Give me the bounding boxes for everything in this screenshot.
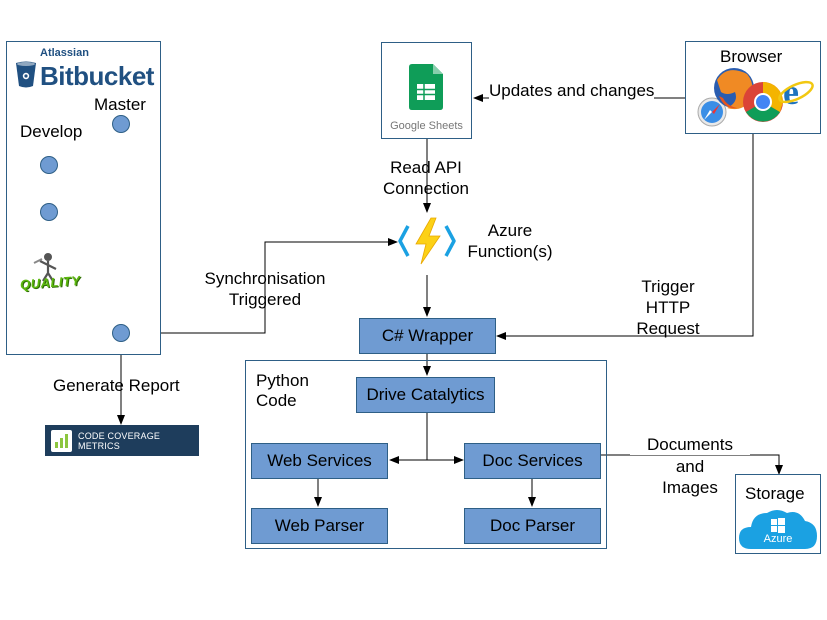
python-code-panel: [245, 360, 607, 549]
trigger-label-1: Trigger: [641, 277, 695, 296]
docs-label-1: Documents: [630, 434, 750, 455]
web-parser-box: Web Parser: [251, 508, 388, 544]
azure-function-title-1: Azure: [487, 221, 533, 240]
internet-explorer-icon: e: [778, 72, 814, 112]
edge-sync: [131, 238, 398, 334]
browser-icons: e: [697, 66, 815, 130]
csharp-wrapper-box: C# Wrapper: [359, 318, 496, 354]
commit-develop-1: [40, 156, 58, 174]
updates-label: Updates and changes: [489, 80, 655, 101]
coverage-chart-icon: [51, 429, 72, 452]
azure-cloud-icon: Azure: [737, 505, 819, 551]
trigger-label-2: HTTP: [645, 298, 691, 317]
doc-services-box: Doc Services: [464, 443, 601, 479]
commit-master: [112, 115, 130, 133]
code-coverage-badge: CODE COVERAGE METRICS: [45, 425, 199, 456]
azure-function-title-2: Function(s): [467, 242, 553, 261]
browser-title: Browser: [720, 47, 783, 66]
python-title-2: Code: [256, 391, 297, 410]
quality-person-icon: [33, 253, 57, 282]
drive-catalytics-box: Drive Catalytics: [356, 377, 495, 413]
google-sheets-caption: Google Sheets: [390, 120, 463, 132]
chrome-icon: [743, 82, 783, 122]
edge-trigger-http: [496, 134, 754, 340]
python-title-1: Python: [256, 371, 309, 390]
read-api-label-2: Connection: [382, 179, 469, 198]
azure-function-icon: [398, 216, 456, 266]
doc-parser-box: Doc Parser: [464, 508, 601, 544]
generate-report-label: Generate Report: [53, 376, 180, 395]
windows-logo-icon: [771, 518, 785, 533]
bitbucket-panel: [6, 41, 161, 355]
google-sheets-icon: [409, 64, 443, 110]
azure-cloud-label: Azure: [763, 533, 793, 545]
edge-documents-storage: [601, 454, 783, 475]
quality-badge: QUALITY: [18, 251, 86, 293]
docs-label-3: Images: [662, 478, 718, 497]
master-label: Master: [94, 95, 146, 114]
trigger-label-3: Request: [636, 319, 700, 338]
safari-icon: [697, 97, 727, 127]
develop-label: Develop: [20, 122, 83, 141]
bitbucket-logo-icon: [15, 61, 37, 89]
read-api-label-1: Read API: [390, 158, 462, 177]
coverage-label: CODE COVERAGE METRICS: [78, 430, 161, 451]
web-services-box: Web Services: [251, 443, 388, 479]
sync-label-2: Triggered: [228, 290, 302, 309]
commit-merge: [112, 324, 130, 342]
commit-develop-2: [40, 203, 58, 221]
sync-label-1: Synchronisation: [204, 269, 326, 288]
bitbucket-brand-small: Atlassian: [40, 47, 89, 59]
docs-label-2: and: [675, 457, 705, 476]
bitbucket-brand-large: Bitbucket: [40, 61, 154, 91]
storage-title: Storage: [745, 484, 805, 503]
svg-text:e: e: [783, 72, 799, 112]
